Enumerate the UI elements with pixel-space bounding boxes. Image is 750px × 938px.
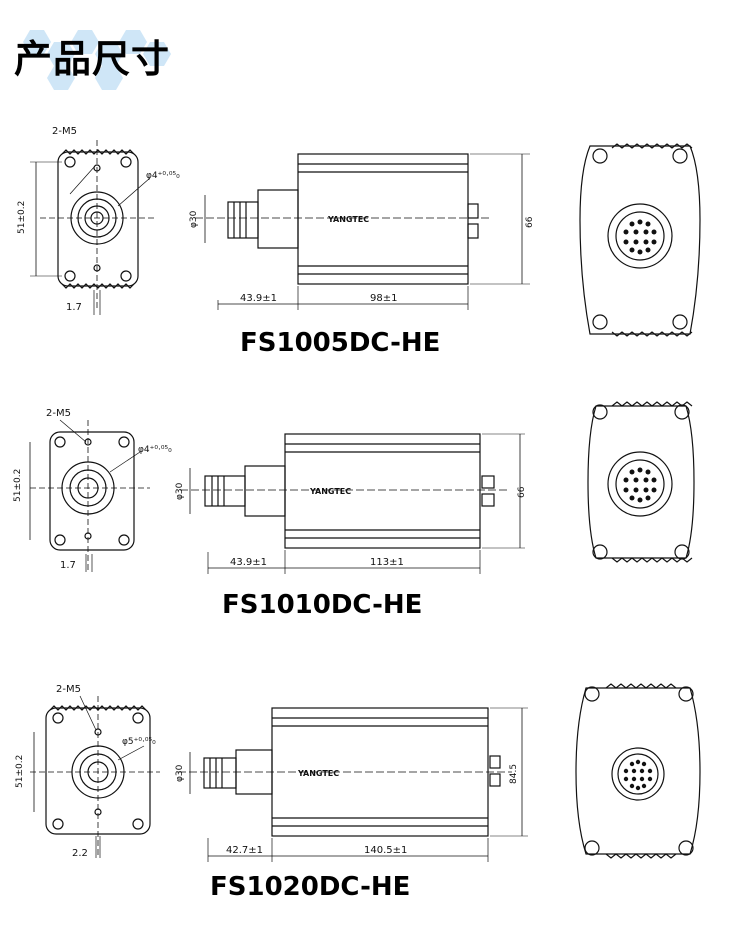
front-view-flange <box>29 419 150 572</box>
brand-label: YANGTEC <box>297 769 339 778</box>
front-view-flange <box>30 695 160 858</box>
connector-pins <box>623 759 653 791</box>
thread-label: 2-M5 <box>56 684 81 695</box>
drawing-fs1005: 2-M5 φ4⁺⁰·⁰⁵₀ 51±0.2 1.7 φ30 YANGTEC 66 … <box>17 126 701 337</box>
rear-view-connector <box>575 683 701 859</box>
hexagon-pattern-decoration <box>23 30 171 90</box>
side-view-body <box>195 153 530 310</box>
diameter-label: φ30 <box>189 210 199 228</box>
bore-label: φ5⁺⁰·⁰⁵₀ <box>122 737 156 747</box>
body-length-label: 98±1 <box>370 293 397 304</box>
body-height-label: 66 <box>517 486 527 498</box>
side-view-body <box>178 707 528 862</box>
rear-view-connector <box>579 143 701 337</box>
model-name-fs1005: FS1005DC-HE <box>240 328 441 358</box>
body-height-label: 84.5 <box>509 764 519 784</box>
shaft-length-label: 43.9±1 <box>230 557 267 568</box>
front-view-flange <box>30 140 155 315</box>
shaft-length-label: 42.7±1 <box>226 845 263 856</box>
shaft-length-label: 43.9±1 <box>240 293 277 304</box>
body-length-label: 140.5±1 <box>364 845 407 856</box>
height-label: 51±0.2 <box>13 469 23 502</box>
rear-view-connector <box>587 401 695 563</box>
connector-pins <box>623 467 657 503</box>
model-name-fs1010: FS1010DC-HE <box>222 590 423 620</box>
brand-label: YANGTEC <box>309 487 351 496</box>
thread-label: 2-M5 <box>52 126 77 137</box>
offset-label: 1.7 <box>66 302 82 313</box>
offset-label: 2.2 <box>72 848 88 859</box>
drawing-fs1020: 2-M5 φ5⁺⁰·⁰⁵₀ 51±0.2 2.2 φ30 YANGTEC 84.… <box>15 683 701 862</box>
page-title: 产品尺寸 <box>14 37 171 81</box>
side-view-body <box>180 433 525 574</box>
brand-label: YANGTEC <box>327 215 369 224</box>
model-name-fs1020: FS1020DC-HE <box>210 872 411 902</box>
height-label: 51±0.2 <box>17 201 27 234</box>
connector-pins <box>623 219 657 255</box>
body-length-label: 113±1 <box>370 557 404 568</box>
diameter-label: φ30 <box>175 482 185 500</box>
body-height-label: 66 <box>525 216 535 228</box>
bore-label: φ4⁺⁰·⁰⁵₀ <box>138 445 172 455</box>
offset-label: 1.7 <box>60 560 76 571</box>
bore-label: φ4⁺⁰·⁰⁵₀ <box>146 171 180 181</box>
drawing-fs1010: 2-M5 φ4⁺⁰·⁰⁵₀ 51±0.2 1.7 φ30 YANGTEC 66 … <box>13 401 695 574</box>
height-label: 51±0.2 <box>15 755 25 788</box>
diameter-label: φ30 <box>175 764 185 782</box>
thread-label: 2-M5 <box>46 408 71 419</box>
